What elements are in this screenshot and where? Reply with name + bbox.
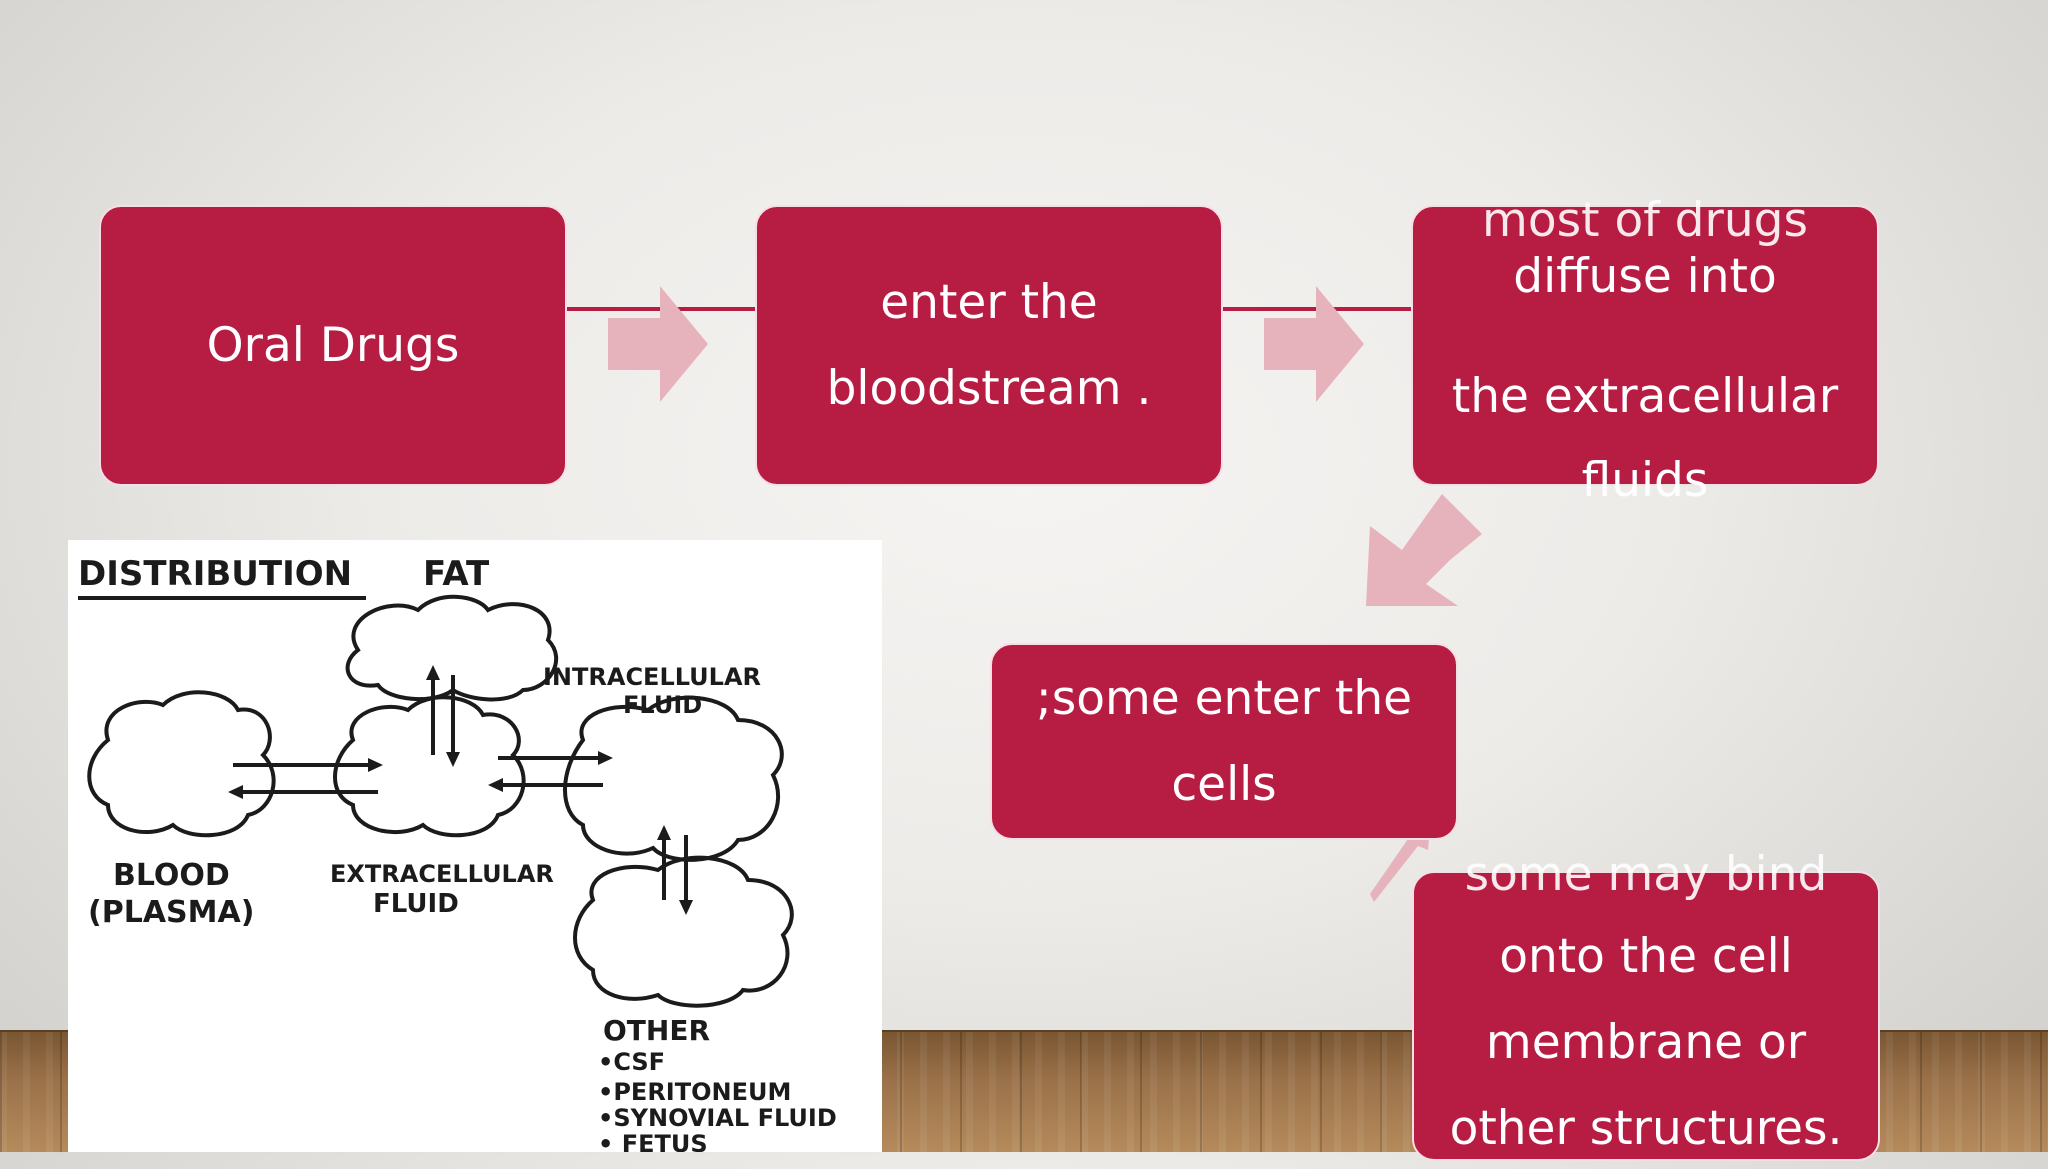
step-bind-cell-membrane: some may bind onto the cell membrane or … (1412, 847, 1880, 1161)
step5-line3: membrane or (1485, 1015, 1807, 1070)
other-item-fetus: • FETUS (598, 1130, 708, 1152)
step3-line1: most of drugs (1482, 193, 1808, 248)
step5-line4: other structures. (1449, 1101, 1843, 1156)
arrow-right-2-icon (1264, 286, 1364, 402)
label-extracellular: EXTRACELLULAR (330, 860, 554, 888)
label-blood: BLOOD (113, 858, 230, 893)
arrow-ecf-to-icf-head (598, 751, 613, 765)
arrow-fat-to-ecf-head (446, 752, 460, 767)
other-item-synovial-fluid: •SYNOVIAL FLUID (598, 1104, 837, 1132)
step2-line2: bloodstream . (826, 360, 1152, 416)
step5-line2: onto the cell (1499, 929, 1793, 984)
step-enter-bloodstream: enter the bloodstream . (755, 205, 1223, 486)
arrow-other-to-icf-head (657, 825, 671, 840)
fat-cloud (345, 594, 559, 702)
arrow-ecf-to-fat-head (426, 665, 440, 680)
arrow-ecf-to-blood-head (228, 785, 243, 799)
sketch-title: DISTRIBUTION (78, 554, 352, 594)
arrow-icf-to-ecf-head (488, 778, 503, 792)
label-extracellular-fluid: FLUID (373, 889, 459, 919)
step1-text: Oral Drugs (206, 317, 460, 373)
label-fat: FAT (423, 554, 490, 594)
arrow-blood-to-ecf-head (368, 758, 383, 772)
blood-cloud (87, 690, 276, 838)
label-plasma: (PLASMA) (88, 895, 254, 930)
other-item-csf: •CSF (598, 1048, 665, 1076)
step4-line2: cells (1171, 756, 1277, 812)
step4-line1: ;some enter the (1035, 670, 1413, 726)
intracellular-cloud (563, 695, 784, 862)
step3-line4: fluids (1581, 453, 1709, 508)
step3-line2: diffuse into (1513, 249, 1777, 304)
step2-line1: enter the (880, 274, 1098, 330)
label-intracellular-fluid: FLUID (623, 691, 702, 719)
arrow-down-left-icon (1366, 494, 1482, 606)
step5-line1: some may bind (1464, 847, 1828, 902)
distribution-sketch: DISTRIBUTION FAT INTRA (68, 540, 882, 1158)
arrow-icf-to-other-head (679, 900, 693, 915)
other-cloud (573, 855, 794, 1008)
step3-line3: the extracellular (1451, 369, 1839, 424)
arrow-right-1-icon (608, 286, 708, 402)
step-enter-cells: ;some enter the cells (990, 643, 1458, 840)
distribution-sketch-svg: DISTRIBUTION FAT INTRA (78, 554, 837, 1158)
extracellular-cloud (333, 695, 526, 838)
label-intracellular: INTRACELLULAR (543, 663, 761, 691)
step-diffuse-extracellular: most of drugs diffuse into the extracell… (1411, 193, 1879, 508)
label-other: OTHER (603, 1014, 710, 1047)
step-oral-drugs: Oral Drugs (99, 205, 567, 486)
other-item-peritoneum: •PERITONEUM (598, 1078, 791, 1106)
